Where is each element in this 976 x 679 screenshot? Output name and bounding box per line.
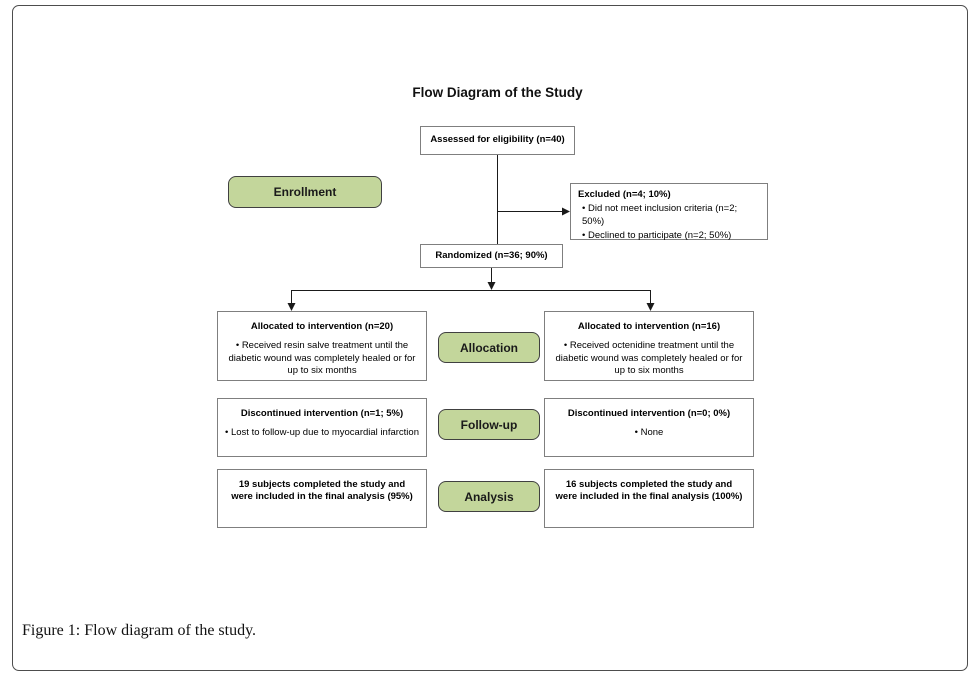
box-allocation-left-title: Allocated to intervention (n=20) <box>250 321 394 332</box>
box-followup-left-title: Discontinued intervention (n=1; 5%) <box>240 408 404 419</box>
box-allocation-right-bullet: Received octenidine treatment until the … <box>545 340 753 377</box>
stage-label-followup-text: Follow-up <box>460 417 518 432</box>
box-allocation-left-bullet: Received resin salve treatment until the… <box>218 340 426 377</box>
stage-label-followup: Follow-up <box>438 409 540 440</box>
stage-label-enrollment-text: Enrollment <box>273 185 337 199</box>
box-followup-right-title: Discontinued intervention (n=0; 0%) <box>567 408 731 419</box>
figure-caption: Figure 1: Flow diagram of the study. <box>22 622 257 639</box>
stage-label-enrollment: Enrollment <box>228 176 382 208</box>
box-followup-left-bullet: Lost to follow-up due to myocardial infa… <box>218 427 426 439</box>
stage-label-analysis-text: Analysis <box>464 489 514 504</box>
box-allocation-left: Allocated to intervention (n=20) Receive… <box>217 311 427 381</box>
box-allocation-right: Allocated to intervention (n=16) Receive… <box>544 311 754 381</box>
box-assessed-title: Assessed for eligibility (n=40) <box>430 134 565 146</box>
box-excluded: Excluded (n=4; 10%) Did not meet inclusi… <box>570 183 768 242</box>
box-assessed: Assessed for eligibility (n=40) <box>420 126 575 155</box>
box-analysis-right-title: 16 subjects completed the study and were… <box>555 479 743 503</box>
box-followup-right-bullet: None <box>545 427 753 439</box>
box-randomized-title: Randomized (n=36; 90%) <box>435 249 548 261</box>
box-excluded-title: Excluded (n=4; 10%) <box>578 189 671 200</box>
box-excluded-bullet: Did not meet inclusion criteria (n=2; 50… <box>578 203 760 228</box>
stage-label-allocation-text: Allocation <box>459 340 518 355</box>
box-allocation-right-title: Allocated to intervention (n=16) <box>577 321 721 332</box>
stage-label-analysis: Analysis <box>438 481 540 512</box>
diagram-title: Flow Diagram of the Study <box>412 85 583 100</box>
box-followup-left: Discontinued intervention (n=1; 5%) Lost… <box>217 398 427 457</box>
box-analysis-right: 16 subjects completed the study and were… <box>544 469 754 528</box>
box-analysis-left: 19 subjects completed the study and were… <box>217 469 427 528</box>
box-excluded-bullet: Declined to participate (n=2; 50%) <box>578 230 760 242</box>
box-analysis-left-title: 19 subjects completed the study and were… <box>231 479 413 503</box>
box-followup-right: Discontinued intervention (n=0; 0%) None <box>544 398 754 457</box>
box-randomized: Randomized (n=36; 90%) <box>420 244 563 268</box>
stage-label-allocation: Allocation <box>438 332 540 363</box>
